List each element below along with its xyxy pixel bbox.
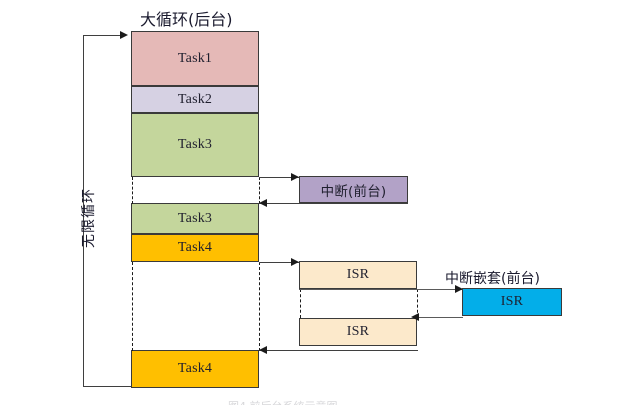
- arrow-return-to-task4-head-icon: [259, 345, 267, 354]
- page-title: 大循环(后台): [140, 10, 233, 29]
- arrow-return-to-isr-line: [417, 317, 463, 318]
- isr-block-second: ISR: [299, 318, 417, 346]
- arrow-return-to-task3-line: [259, 203, 408, 204]
- suspend-dash-left-2: [131, 262, 133, 351]
- isr-suspend-dash-right: [416, 289, 418, 318]
- suspend-dash-right-2: [258, 262, 260, 351]
- arrow-to-isr1-line: [259, 262, 299, 263]
- isr-suspend-dash-left: [299, 289, 301, 318]
- task-block-task4: Task4: [131, 234, 259, 262]
- arrow-return-to-isr-head-icon: [411, 312, 419, 321]
- infinite-loop-label: 无限循环: [81, 188, 97, 248]
- task-block-label: Task1: [177, 50, 213, 66]
- task-block-task3: Task3: [131, 113, 259, 177]
- interrupt-foreground-label: 中断(前台): [320, 183, 387, 200]
- nested-interrupt-title: 中断嵌套(前台): [445, 271, 540, 287]
- interrupt-foreground-block: 中断(前台): [299, 176, 408, 203]
- arrow-to-interrupt-head-icon: [291, 172, 299, 181]
- task-block-task2: Task2: [131, 86, 259, 113]
- arrow-return-to-task3-head-icon: [259, 198, 267, 207]
- task-block-label: Task3: [177, 210, 213, 226]
- suspend-dash-right-1: [258, 177, 260, 204]
- bottom-caption: 图4 前后台系统示意图: [228, 398, 338, 405]
- task-block-task1: Task1: [131, 31, 259, 86]
- loop-bracket-bottom: [83, 386, 131, 387]
- task-block-label: Task3: [177, 137, 213, 152]
- arrow-to-interrupt-line: [259, 177, 299, 178]
- loop-arrow-head-icon: [120, 30, 128, 39]
- arrow-return-to-task4-line: [259, 350, 418, 351]
- loop-bracket-vertical: [83, 35, 84, 387]
- isr-block-label: ISR: [346, 267, 370, 282]
- task-block-label: Task4: [177, 361, 213, 376]
- isr-block-first: ISR: [299, 261, 417, 289]
- arrow-to-isr1-head-icon: [291, 257, 299, 266]
- isr-block-nested: ISR: [462, 288, 562, 316]
- task-block-task4-resume: Task4: [131, 350, 259, 388]
- suspend-dash-left-1: [131, 177, 133, 204]
- arrow-to-nested-isr-head-icon: [455, 284, 463, 293]
- loop-bracket-top: [83, 35, 123, 36]
- task-block-label: Task2: [177, 91, 213, 107]
- task-block-task3-resume: Task3: [131, 203, 259, 234]
- arrow-to-nested-isr-line: [299, 289, 462, 290]
- isr-block-label: ISR: [346, 324, 370, 339]
- task-block-label: Task4: [177, 240, 213, 255]
- isr-block-label: ISR: [500, 294, 524, 309]
